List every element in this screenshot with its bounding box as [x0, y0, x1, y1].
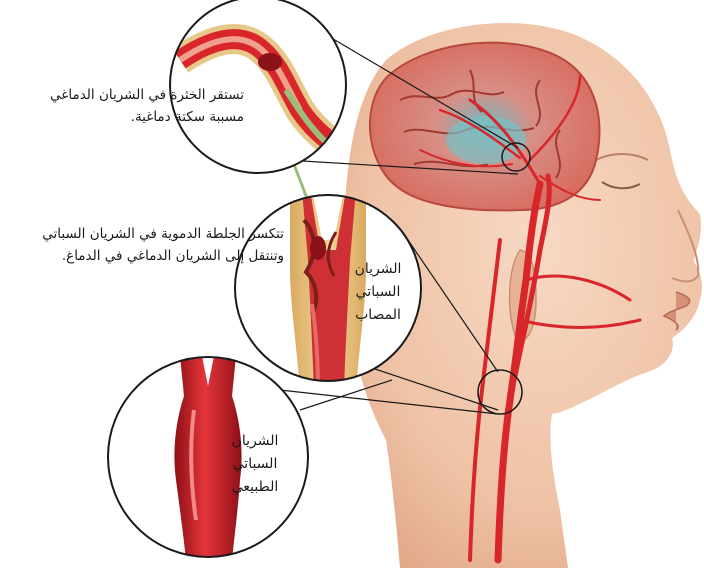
- clot-lodged-line-1: تستقر الخثرة في الشريان الدماغي: [50, 84, 244, 106]
- brain-illustration: [370, 43, 600, 211]
- clot-breaks-line-1: تتكسر الجلطة الدموية في الشريان السباتي: [42, 223, 284, 245]
- normal-carotid-line-3: الطبيعي: [222, 476, 288, 499]
- clot-lodged-caption: تستقر الخثرة في الشريان الدماغي مسببة سك…: [50, 84, 244, 128]
- normal-carotid-label: الشريان السباتي الطبيعي: [222, 430, 288, 499]
- affected-carotid-line-1: الشريان: [346, 258, 410, 281]
- lodged-clot: [258, 53, 282, 71]
- ischemic-area: [446, 116, 526, 164]
- normal-carotid-line-1: الشريان: [222, 430, 288, 453]
- normal-carotid-line-2: السباتي: [222, 453, 288, 476]
- clot-lodged-line-2: مسببة سكتة دماغية.: [50, 106, 244, 128]
- affected-carotid-line-3: المصاب: [346, 304, 410, 327]
- affected-carotid-label: الشريان السباتي المصاب: [346, 258, 410, 327]
- clot-breaks-caption: تتكسر الجلطة الدموية في الشريان السباتي …: [42, 223, 284, 267]
- clot-breaks-line-2: وتنتقل إلى الشريان الدماغي في الدماغ.: [42, 245, 284, 267]
- affected-carotid-line-2: السباتي: [346, 281, 410, 304]
